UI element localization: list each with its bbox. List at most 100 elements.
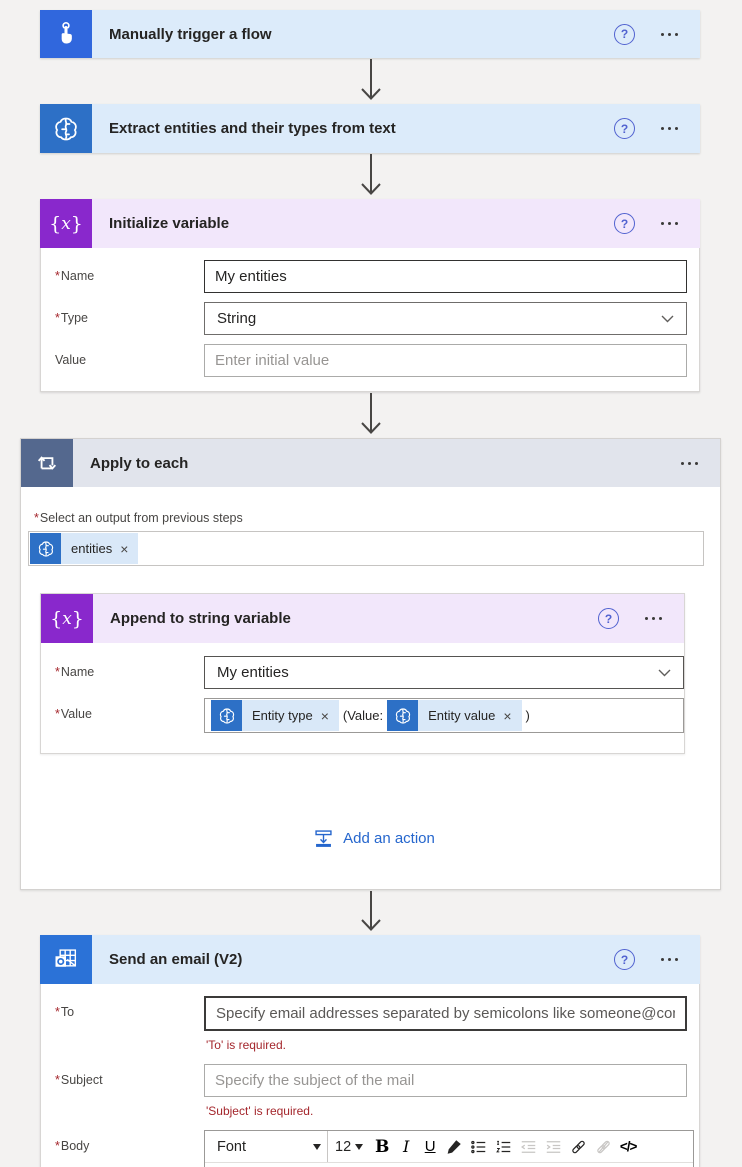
send-email-card: Send an email (V2) ? *To 'To' is require…: [40, 935, 700, 1167]
help-icon[interactable]: ?: [614, 23, 635, 45]
link-icon: [572, 1140, 585, 1153]
card-title: Extract entities and their types from te…: [109, 120, 396, 137]
trigger-card: Manually trigger a flow ?: [40, 10, 700, 58]
name-field-label: *Name: [55, 269, 95, 283]
entities-token[interactable]: entities ×: [30, 533, 139, 564]
numbered-list-icon: [496, 1140, 511, 1152]
remove-token-icon[interactable]: ×: [320, 707, 329, 724]
italic-button[interactable]: I: [395, 1134, 417, 1160]
append-name-dropdown[interactable]: My entities: [204, 656, 684, 689]
help-icon[interactable]: ?: [614, 118, 635, 139]
name-field-label: *Name: [55, 665, 95, 679]
connector-arrow: [0, 392, 742, 438]
trigger-card-header[interactable]: Manually trigger a flow ?: [40, 10, 700, 58]
add-an-action-button[interactable]: Add an action: [28, 828, 720, 849]
card-title: Apply to each: [90, 454, 189, 472]
remove-link-button[interactable]: [592, 1134, 615, 1160]
variable-value-input[interactable]: [204, 344, 687, 377]
ai-builder-brain-icon: [387, 700, 419, 731]
bold-button[interactable]: B: [371, 1134, 393, 1160]
bullet-list-button[interactable]: [467, 1134, 490, 1160]
subject-field-label: *Subject: [55, 1073, 103, 1087]
connector-arrow: [0, 153, 742, 199]
pen-icon: [447, 1139, 461, 1154]
bullet-list-icon: [471, 1140, 486, 1153]
append-card-header[interactable]: {x} Append to string variable ?: [41, 594, 684, 643]
value-field-label: Value: [55, 353, 87, 367]
type-field-label: *Type: [55, 311, 88, 325]
card-title: Append to string variable: [110, 610, 291, 627]
to-field-label: *To: [55, 1005, 75, 1019]
email-body-editor[interactable]: Font 12 B I U: [204, 1130, 694, 1167]
numbered-list-button[interactable]: [492, 1134, 515, 1160]
select-output-input[interactable]: entities ×: [28, 531, 704, 566]
variable-name-input[interactable]: [204, 260, 687, 293]
more-options-icon[interactable]: [645, 617, 662, 620]
ai-builder-brain-icon: [211, 700, 242, 731]
ai-builder-brain-icon: [30, 533, 61, 564]
apply-to-each-header[interactable]: Apply to each: [21, 439, 720, 487]
add-action-icon: [315, 830, 332, 847]
email-body-content[interactable]: {x} My entities ×: [205, 1163, 693, 1167]
variable-icon: {x}: [40, 199, 92, 248]
select-output-label: *Select an output from previous steps: [34, 511, 243, 525]
remove-token-icon[interactable]: ×: [120, 540, 129, 557]
help-icon[interactable]: ?: [598, 608, 619, 629]
apply-to-each-body: *Select an output from previous steps en…: [21, 487, 720, 889]
card-title: Manually trigger a flow: [109, 25, 272, 43]
body-field-label: *Body: [55, 1139, 90, 1153]
initialize-variable-card-header[interactable]: {x} Initialize variable ?: [40, 199, 700, 248]
card-title: Initialize variable: [109, 215, 230, 232]
manual-trigger-icon: [40, 10, 92, 58]
extract-entities-card: Extract entities and their types from te…: [40, 104, 700, 153]
remove-token-icon[interactable]: ×: [503, 707, 512, 724]
chevron-down-icon: [658, 668, 671, 676]
card-title: Send an email (V2): [109, 951, 243, 968]
connector-arrow: [0, 58, 742, 104]
variable-type-dropdown[interactable]: String: [204, 302, 687, 335]
more-options-icon[interactable]: [681, 461, 698, 465]
send-email-card-header[interactable]: Send an email (V2) ?: [40, 935, 700, 984]
outdent-icon: [521, 1140, 536, 1153]
chevron-down-icon: [661, 314, 674, 322]
extract-entities-card-header[interactable]: Extract entities and their types from te…: [40, 104, 700, 153]
append-card-body: *Name My entities *Value: [41, 643, 684, 753]
to-error-message: 'To' is required.: [206, 1038, 286, 1052]
more-options-icon[interactable]: [661, 958, 678, 961]
help-icon[interactable]: ?: [614, 213, 635, 234]
code-view-button[interactable]: </>: [617, 1134, 639, 1160]
append-value-input[interactable]: Entity type × (Value:: [204, 698, 684, 733]
send-email-card-body: *To 'To' is required. *Subject 'Subject'…: [40, 984, 700, 1167]
initialize-variable-card-body: *Name *Type String Value: [40, 248, 700, 392]
increase-indent-button[interactable]: [542, 1134, 565, 1160]
font-size-dropdown[interactable]: 12: [328, 1139, 370, 1155]
loop-icon: [21, 439, 73, 487]
connector-arrow: [0, 890, 742, 935]
highlight-pen-button[interactable]: [443, 1134, 465, 1160]
value-literal-text: ): [525, 708, 530, 723]
email-to-input[interactable]: [204, 996, 687, 1031]
indent-icon: [546, 1140, 561, 1153]
entity-value-token[interactable]: Entity value ×: [387, 700, 522, 731]
outlook-icon: [40, 935, 92, 984]
apply-to-each-scope: Apply to each *Select an output from pre…: [20, 438, 721, 890]
more-options-icon[interactable]: [661, 222, 678, 225]
entity-type-token[interactable]: Entity type ×: [211, 700, 339, 731]
initialize-variable-card: {x} Initialize variable ? *Name *Type St…: [40, 199, 700, 392]
ai-builder-brain-icon: [40, 104, 92, 153]
value-literal-text: (Value:: [342, 708, 384, 723]
more-options-icon[interactable]: [661, 32, 678, 36]
unlink-icon: [597, 1140, 610, 1153]
help-icon[interactable]: ?: [614, 949, 635, 970]
underline-button[interactable]: U: [419, 1134, 441, 1160]
append-to-string-variable-card: {x} Append to string variable ? *Name My…: [40, 593, 685, 754]
decrease-indent-button[interactable]: [517, 1134, 540, 1160]
variable-icon: {x}: [41, 594, 93, 643]
insert-link-button[interactable]: [567, 1134, 590, 1160]
email-subject-input[interactable]: [204, 1064, 687, 1097]
rich-text-toolbar: Font 12 B I U: [205, 1131, 693, 1163]
font-family-dropdown[interactable]: Font: [209, 1131, 328, 1162]
more-options-icon[interactable]: [661, 127, 678, 130]
subject-error-message: 'Subject' is required.: [206, 1104, 314, 1118]
